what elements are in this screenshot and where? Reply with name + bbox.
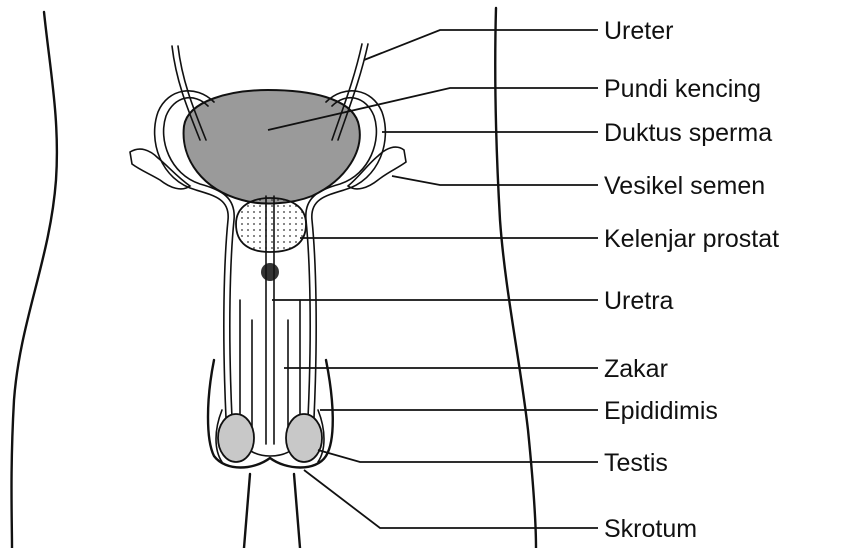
body-outline-right <box>495 8 536 548</box>
label-vesikel-semen: Vesikel semen <box>604 172 765 200</box>
label-zakar: Zakar <box>604 355 668 383</box>
label-ureter: Ureter <box>604 17 673 45</box>
leader-testis <box>318 450 598 462</box>
label-kelenjar-prostat: Kelenjar prostat <box>604 225 779 253</box>
prostate-gland <box>236 198 306 252</box>
label-pundi-kencing: Pundi kencing <box>604 75 761 103</box>
label-epididimis: Epididimis <box>604 397 718 425</box>
label-duktus-sperma: Duktus sperma <box>604 119 772 147</box>
leader-ureter <box>364 30 598 60</box>
label-skrotum: Skrotum <box>604 515 697 543</box>
bulbourethral-gland <box>261 263 279 281</box>
leader-skrotum <box>304 470 598 528</box>
label-testis: Testis <box>604 449 668 477</box>
testis-left <box>218 414 254 462</box>
body-outline-left <box>12 12 57 548</box>
testis-right <box>286 414 322 462</box>
leg-line-right <box>294 474 300 548</box>
leader-vesikel-semen <box>392 176 598 185</box>
label-uretra: Uretra <box>604 287 674 315</box>
leg-line-left <box>244 474 250 548</box>
